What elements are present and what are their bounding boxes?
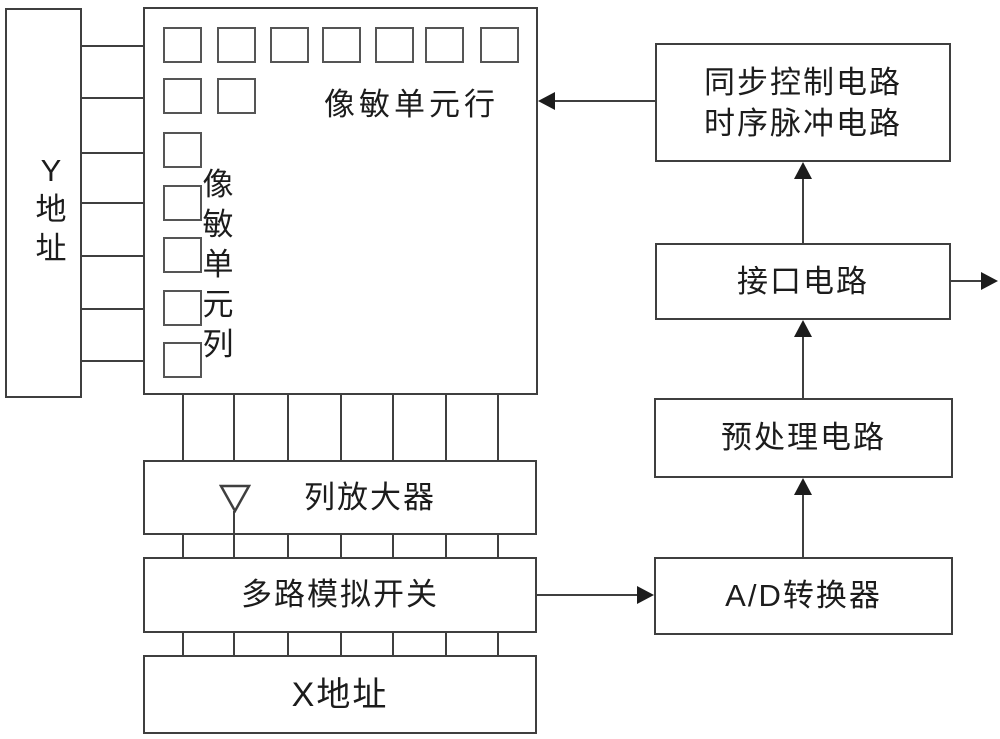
pixel-cell <box>163 27 202 63</box>
column-amplifier-label: 列放大器 <box>304 479 436 515</box>
pixel-cell <box>375 27 414 63</box>
row-select-line <box>82 202 143 204</box>
row-select-line <box>82 45 143 47</box>
column-bus-line <box>182 633 184 655</box>
pixel-cell <box>322 27 361 63</box>
arrow-line <box>802 488 804 557</box>
interface-circuit-label: 接口电路 <box>737 263 869 299</box>
x-address-block: X地址 <box>143 655 537 734</box>
row-select-line <box>82 360 143 362</box>
column-bus-line <box>340 395 342 460</box>
pixel-cell <box>163 78 202 114</box>
right-arrowhead-icon <box>981 272 998 290</box>
x-address-label: X地址 <box>291 675 389 714</box>
pixel-cell <box>217 78 256 114</box>
column-bus-line <box>497 535 499 557</box>
column-bus-line <box>392 395 394 460</box>
pixel-row-label: 像敏单元行 <box>324 87 499 122</box>
column-amplifier-block: 列放大器 <box>143 460 537 535</box>
y-address-block: Y 地 址 <box>5 8 82 398</box>
column-bus-line <box>445 535 447 557</box>
pixel-array-block <box>143 7 538 395</box>
arrow-line <box>951 280 983 282</box>
column-bus-line <box>340 535 342 557</box>
arrow-line <box>550 100 655 102</box>
ad-converter-block: A/D转换器 <box>654 557 953 635</box>
sync-control-label: 同步控制电路 <box>704 64 902 100</box>
y-address-label: Y 地 址 <box>35 153 67 266</box>
up-arrowhead-icon <box>794 320 812 337</box>
column-bus-line <box>392 535 394 557</box>
column-bus-line <box>233 633 235 655</box>
column-bus-line <box>182 535 184 557</box>
up-arrowhead-icon <box>794 162 812 179</box>
sync-timing-block: 同步控制电路 时序脉冲电路 <box>655 43 951 162</box>
arrow-line <box>802 330 804 398</box>
pixel-cell <box>480 27 519 63</box>
pixel-cell <box>163 290 202 326</box>
column-bus-line <box>287 633 289 655</box>
interface-circuit-block: 接口电路 <box>655 243 951 320</box>
pixel-cell <box>270 27 309 63</box>
row-select-line <box>82 97 143 99</box>
pixel-cell <box>163 342 202 378</box>
row-select-line <box>82 255 143 257</box>
column-bus-line <box>233 511 235 557</box>
pixel-cell <box>163 185 202 221</box>
row-select-line <box>82 152 143 154</box>
column-bus-line <box>340 633 342 655</box>
arrow-line <box>537 594 639 596</box>
column-bus-line <box>445 633 447 655</box>
column-bus-line <box>182 395 184 460</box>
column-bus-line <box>392 633 394 655</box>
ad-converter-label: A/D转换器 <box>725 578 882 613</box>
column-bus-line <box>497 633 499 655</box>
pixel-cell <box>425 27 464 63</box>
pixel-cell <box>163 237 202 273</box>
column-bus-line <box>445 395 447 460</box>
analog-multiplexer-label: 多路模拟开关 <box>241 577 439 612</box>
right-arrowhead-icon <box>637 586 654 604</box>
column-bus-line <box>287 395 289 460</box>
arrow-line <box>802 172 804 243</box>
pixel-cell <box>163 132 202 168</box>
column-bus-line <box>233 395 235 487</box>
column-bus-line <box>497 395 499 460</box>
row-select-line <box>82 308 143 310</box>
amplifier-triangle-icon <box>219 484 251 513</box>
analog-multiplexer-block: 多路模拟开关 <box>143 557 537 633</box>
left-arrowhead-icon <box>538 92 555 110</box>
timing-pulse-label: 时序脉冲电路 <box>704 105 902 141</box>
pixel-column-label: 像 敏 单 元 列 <box>202 167 234 362</box>
preprocess-circuit-block: 预处理电路 <box>654 398 953 478</box>
column-bus-line <box>287 535 289 557</box>
pixel-cell <box>217 27 256 63</box>
preprocess-circuit-label: 预处理电路 <box>721 420 886 455</box>
up-arrowhead-icon <box>794 478 812 495</box>
